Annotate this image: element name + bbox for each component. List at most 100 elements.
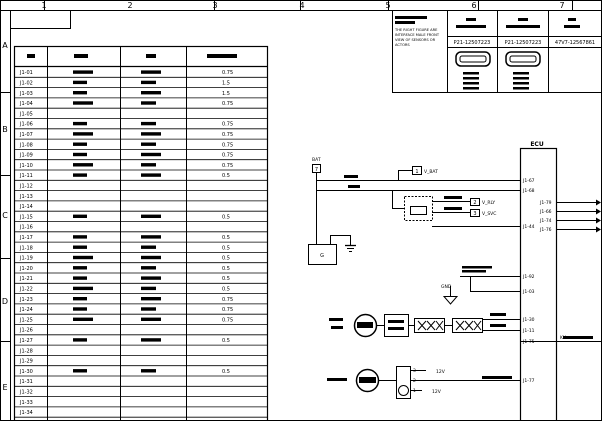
wire-label-blob-5 — [462, 266, 492, 269]
pin-id: J1-03 — [19, 91, 33, 97]
column-label-3: 3 — [212, 1, 217, 10]
wire-color-blob — [73, 214, 87, 218]
connector-2: P21-12507223 — [505, 18, 541, 90]
row-label-a: A — [2, 41, 8, 50]
table-row: J1-31 — [14, 379, 267, 387]
wire-label-blob-6 — [462, 270, 486, 273]
header-blob-size — [207, 54, 237, 58]
wire-color-blob — [73, 276, 87, 280]
cam-sensor-label-blob — [327, 378, 347, 381]
notes-heading-blob — [395, 16, 427, 19]
twisted-pair-shield-2 — [452, 318, 483, 333]
signal-name-blob — [141, 91, 161, 95]
wire-size: 0.5 — [222, 276, 230, 282]
wire-color-blob — [73, 338, 87, 342]
column-label-2: 2 — [127, 1, 132, 10]
table-row: J1-33 — [14, 400, 267, 408]
wire-size: 0.75 — [222, 132, 233, 138]
column-label-4: 4 — [299, 1, 304, 10]
wire-label-blob-1 — [344, 175, 358, 178]
v-bat-pin-box — [412, 166, 422, 175]
speed-sensor-glyph-blob — [357, 322, 373, 328]
cam-pin-1: 1 — [413, 388, 416, 394]
ecu-label: ECU — [530, 141, 544, 148]
wire-color-blob — [73, 266, 87, 270]
wire-label-blob-3 — [444, 196, 462, 199]
pin-id: J1-16 — [19, 225, 33, 231]
signal-name-blob — [141, 70, 161, 74]
table-row: J1-34 — [14, 410, 267, 418]
pin-id: J1-25 — [19, 317, 33, 323]
wire-size: 0.75 — [222, 142, 233, 148]
signal-name-blob — [141, 101, 156, 105]
v-rly-pin-number: 2 — [473, 200, 476, 206]
ecu-pin-j175: J1-75 — [522, 339, 535, 345]
sensor-module-box — [384, 314, 409, 337]
header-blob-signal — [146, 54, 156, 58]
pin-id: J1-19 — [19, 256, 33, 262]
wire-label-blob-4 — [444, 207, 462, 210]
pin-id: J1-06 — [19, 122, 33, 128]
schematic-labels: ECU BAT 7 1 V_BAT 2 V_RLY 3 V_SVC G J1-6… — [312, 141, 593, 395]
table-row: J1-32 — [14, 390, 267, 398]
signal-name-blob — [141, 245, 156, 249]
wire-color-blob — [73, 297, 87, 301]
connector-views — [392, 10, 602, 93]
wire-size: 1.5 — [222, 91, 230, 97]
signal-name-blob — [141, 163, 156, 167]
v-rly-label: V_RLY — [482, 200, 495, 206]
pin-id: J1-33 — [19, 400, 33, 406]
wire-color-blob — [73, 121, 87, 126]
wire-size: 0.5 — [222, 245, 230, 251]
pin-id: J1-31 — [19, 379, 33, 385]
table-row: J1-07 0.75 — [14, 132, 267, 140]
connector-2-legend-2 — [513, 77, 529, 80]
pin-id: J1-26 — [19, 328, 33, 334]
v-bat-label: V_BAT — [424, 169, 438, 175]
wire-label-blob-10 — [563, 336, 593, 339]
pin-id: J1-23 — [19, 297, 33, 303]
row-label-d: D — [2, 297, 8, 306]
pin-id: J1-15 — [19, 214, 33, 220]
cam-sensor-coil — [398, 385, 409, 396]
wire-size: 0.5 — [222, 173, 230, 179]
pin-id: J1-07 — [19, 132, 33, 138]
connector-2-title-blob — [518, 18, 528, 21]
pin-id: J1-02 — [19, 81, 33, 87]
ecu-pin-j174: J1-74 — [539, 218, 552, 224]
connector-3-subtitle-blob — [564, 25, 580, 28]
wire-color-blob — [73, 245, 87, 249]
table-row: J1-08 0.75 — [14, 142, 267, 150]
table-row: J1-03 1.5 — [14, 91, 267, 99]
wire-label-blob-2 — [348, 185, 360, 188]
wire-color-blob — [73, 91, 87, 95]
ecu-pin-j166: J1-66 — [539, 209, 552, 215]
pin-id: J1-08 — [19, 142, 33, 148]
table-row: J1-16 — [14, 225, 267, 233]
connector-1-title-blob — [466, 18, 476, 21]
cam-pin-2: 2 — [413, 378, 416, 384]
cam-pin-3: 3 — [413, 368, 416, 374]
bat-label: BAT — [312, 157, 321, 163]
bat-pin-number: 7 — [315, 167, 318, 173]
wire-size: 0.5 — [222, 235, 230, 241]
pin-id: J1-09 — [19, 153, 33, 159]
v-svc-pin-number: 3 — [473, 211, 476, 217]
pin-id: J1-22 — [19, 287, 33, 293]
connector-2-legend-3 — [513, 82, 529, 85]
column-label-5: 5 — [385, 1, 390, 10]
connector-1: P21-12507223 — [454, 18, 491, 90]
notes-subheading-blob — [395, 21, 415, 24]
wire-color-blob — [73, 152, 87, 157]
